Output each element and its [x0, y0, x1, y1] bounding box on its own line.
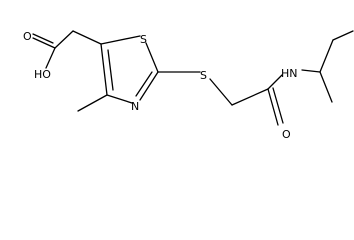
structure-diagram: S N S O HO O HN — [23, 30, 354, 141]
molecule-svg: S N S O HO O HN — [23, 30, 354, 141]
thioether-sulfur-label: S — [200, 69, 207, 82]
amide-group — [267, 74, 284, 126]
bond-amide-c-n — [267, 74, 283, 90]
ring-sulfur-label: S — [140, 33, 147, 46]
carboxylic-acid-group — [32, 30, 74, 69]
bond-amide-c-o-a — [267, 88, 279, 126]
bond-ch2-cooh — [54, 30, 74, 49]
bond-ethyl-ch3 — [332, 30, 354, 41]
bond-acid-c-oh — [45, 47, 56, 69]
bond-c2-n3-a — [139, 71, 159, 101]
ring-nitrogen-label: N — [131, 100, 139, 113]
bond-s-ch2 — [209, 78, 233, 106]
bond-s1-c2 — [145, 42, 159, 73]
bond-n-ch — [301, 69, 321, 73]
bond-ch2-amide-c — [231, 88, 269, 106]
bond-c4-methyl — [77, 94, 108, 112]
amide-oxygen-label: O — [282, 128, 291, 141]
bond-acid-c-o-double-b — [32, 33, 54, 44]
bond-ch2-ring — [72, 30, 102, 45]
bond-c2-n3-b — [135, 71, 153, 97]
bond-c4-c5-a — [100, 43, 108, 96]
hydroxyl-label: HO — [34, 68, 51, 81]
bond-c5-s1 — [100, 35, 141, 45]
bond-n3-c4 — [106, 94, 133, 104]
thioether-chain — [157, 71, 269, 106]
sec-butyl-group — [301, 30, 354, 103]
bond-ch-ethyl — [319, 39, 334, 73]
bond-amide-c-o-b — [272, 87, 284, 124]
bond-acid-c-o-double-a — [32, 37, 56, 49]
acid-carbonyl-oxygen-label: O — [23, 30, 32, 43]
bond-ch-methyl — [319, 71, 333, 103]
bond-c4-c5-b — [107, 49, 114, 91]
amide-nh-label: HN — [281, 67, 298, 80]
thiazole-ring — [100, 35, 159, 104]
